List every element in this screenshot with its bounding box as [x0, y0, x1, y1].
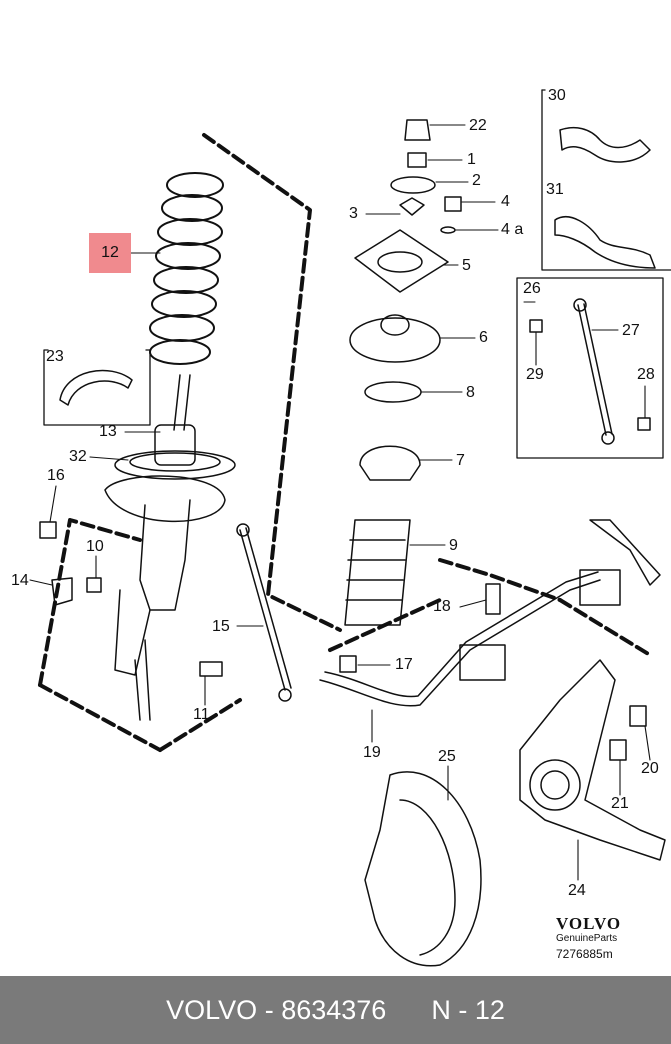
link-27	[529, 298, 651, 445]
parts-diagram	[29, 89, 671, 967]
callout-14[interactable]: 14	[11, 572, 29, 589]
footer-brand: VOLVO	[166, 994, 258, 1025]
kit-box-26	[516, 277, 664, 459]
leader-lines	[29, 124, 651, 881]
kit-box-30-31	[541, 89, 671, 271]
callout-21[interactable]: 21	[611, 795, 629, 812]
callout-28[interactable]: 28	[637, 366, 655, 383]
strut-13	[104, 374, 236, 721]
callout-4a[interactable]: 4 a	[501, 221, 524, 238]
fasteners	[39, 521, 647, 761]
callout-32[interactable]: 32	[69, 448, 87, 465]
callout-25[interactable]: 25	[438, 748, 456, 765]
dashed-assembly-lines	[38, 133, 652, 752]
callout-7[interactable]: 7	[456, 452, 465, 469]
callout-10[interactable]: 10	[86, 538, 104, 555]
callout-20[interactable]: 20	[641, 760, 659, 777]
callout-16[interactable]: 16	[47, 467, 65, 484]
callout-9[interactable]: 9	[449, 537, 458, 554]
genuine-parts-text: GenuineParts	[556, 933, 618, 944]
coil-spring-12	[149, 172, 224, 365]
brake-shield-25	[364, 771, 482, 967]
gasket-23	[59, 369, 133, 406]
footer-part-number: 8634376	[281, 994, 387, 1025]
callout-15[interactable]: 15	[212, 618, 230, 635]
callout-3[interactable]: 3	[349, 205, 358, 222]
stabilizer-bar-19	[319, 519, 661, 707]
clips-30-31	[554, 127, 656, 269]
highlight-part-12[interactable]: 12	[89, 233, 131, 273]
footer-bar: VOLVO - 8634376 N - 12	[0, 976, 671, 1044]
callout-12: 12	[101, 244, 119, 261]
footer-ref: N - 12	[431, 994, 505, 1025]
callout-26[interactable]: 26	[523, 280, 541, 297]
callout-18[interactable]: 18	[433, 598, 451, 615]
callout-19[interactable]: 19	[363, 744, 381, 761]
callout-29[interactable]: 29	[526, 366, 544, 383]
link-rod-15	[236, 523, 292, 702]
top-mount-assembly	[344, 119, 462, 626]
steering-knuckle-24	[519, 659, 666, 861]
volvo-logo: VOLVO	[556, 914, 622, 933]
callout-8[interactable]: 8	[466, 384, 475, 401]
callout-31[interactable]: 31	[546, 181, 564, 198]
callout-30[interactable]: 30	[548, 87, 566, 104]
callout-5[interactable]: 5	[462, 257, 471, 274]
callout-4[interactable]: 4	[501, 193, 510, 210]
diagram-code: 7276885m	[556, 947, 613, 961]
callout-1[interactable]: 1	[467, 151, 476, 168]
callout-24[interactable]: 24	[568, 882, 586, 899]
callout-11[interactable]: 11	[193, 706, 210, 723]
callout-2[interactable]: 2	[472, 172, 481, 189]
callout-6[interactable]: 6	[479, 329, 488, 346]
footer-separator: -	[257, 994, 282, 1025]
callout-23[interactable]: 23	[46, 348, 64, 365]
callout-13[interactable]: 13	[99, 423, 117, 440]
callout-22[interactable]: 22	[469, 117, 487, 134]
callout-17[interactable]: 17	[395, 656, 413, 673]
callout-27[interactable]: 27	[622, 322, 640, 339]
